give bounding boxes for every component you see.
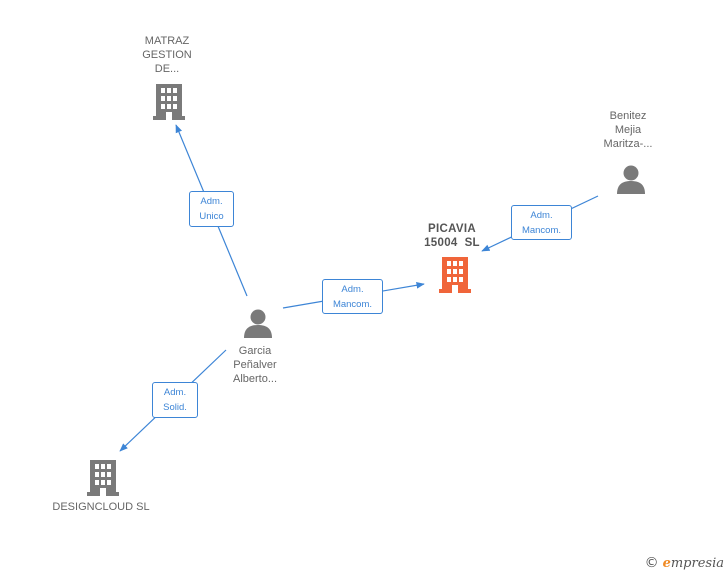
edge-label-adm-unico[interactable]: Adm. Unico xyxy=(189,191,234,227)
benitez-person-icon[interactable] xyxy=(617,165,645,195)
edge-label-adm-solid[interactable]: Adm. Solid. xyxy=(152,382,198,418)
matraz-building-icon[interactable] xyxy=(153,84,185,120)
empresia-watermark: ©empresia xyxy=(645,555,724,571)
node-label-designcloud[interactable]: DESIGNCLOUD SL xyxy=(52,501,150,513)
node-label-benitez[interactable]: Benitez Mejia Maritza-... xyxy=(603,110,653,150)
edge-label-adm-mancom-benitez[interactable]: Adm. Mancom. xyxy=(511,205,572,240)
empresia-logo-initial: e xyxy=(662,556,671,571)
node-label-matraz[interactable]: MATRAZ GESTION DE... xyxy=(142,35,192,75)
garcia-person-icon[interactable] xyxy=(244,309,272,339)
node-label-picavia[interactable]: PICAVIA 15004 SL xyxy=(424,223,480,249)
empresia-logo-text: mpresia xyxy=(670,556,724,571)
copyright-symbol: © xyxy=(644,555,659,571)
picavia-building-icon[interactable] xyxy=(439,257,471,293)
edge-label-adm-mancom-garcia[interactable]: Adm. Mancom. xyxy=(322,279,383,314)
designcloud-building-icon[interactable] xyxy=(87,460,119,496)
node-label-garcia[interactable]: Garcia Peñalver Alberto... xyxy=(232,345,278,385)
